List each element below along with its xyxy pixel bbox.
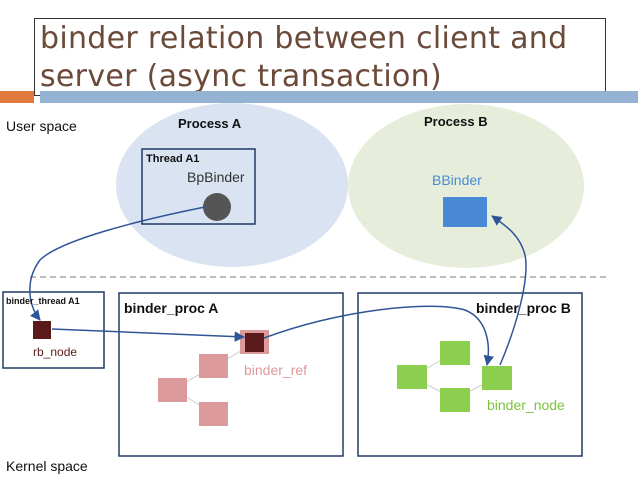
title-line-1: binder relation between client and [40,21,568,56]
binder-thread-box [2,291,105,369]
process-a-title: Process A [178,116,242,131]
bbinder-node [443,197,487,227]
arrow-binder-node-to-bbinder [491,215,527,366]
rb-node-label: rb_node [33,345,78,359]
process-b-title: Process B [424,114,488,129]
node-tree-node [440,388,470,412]
user-space-label: User space [6,118,77,134]
binder-node-target [482,366,512,390]
rb-node [33,321,51,339]
thread-a1-label: Thread A1 [146,153,200,165]
binder-thread-title: binder_thread A1 [6,296,80,306]
arrow-bpbinder-to-rb-node [29,206,206,321]
binder-ref-node-inner [245,333,264,352]
title-accent-orange [0,91,34,103]
kernel-space-label: Kernel space [6,458,88,474]
node-tree-node [440,341,470,365]
slide-title: binder relation between client and serve… [40,20,600,96]
process-a-ellipse [116,103,348,267]
title-line-2: server (async transaction) [40,59,442,94]
process-b-ellipse [348,104,584,268]
binder-proc-b-box [357,292,583,457]
node-tree-node [397,365,427,389]
ref-tree-node [199,402,228,426]
arrow-binder-ref-to-binder-node [263,305,494,367]
title-accent-blue [40,91,638,103]
binder-proc-b-title: binder_proc B [476,300,571,316]
binder-proc-a-box [118,292,344,457]
ref-tree-node [199,354,228,378]
ref-tree-node [158,378,187,402]
bpbinder-label: BpBinder [187,169,245,185]
bbinder-label: BBinder [432,172,482,188]
thread-a1-box [141,148,256,225]
binder-proc-a-title: binder_proc A [124,300,219,316]
bpbinder-node [203,193,231,221]
binder-node-label: binder_node [487,397,565,413]
arrow-rb-node-to-binder-ref [51,328,246,342]
binder-ref-label: binder_ref [244,362,308,378]
